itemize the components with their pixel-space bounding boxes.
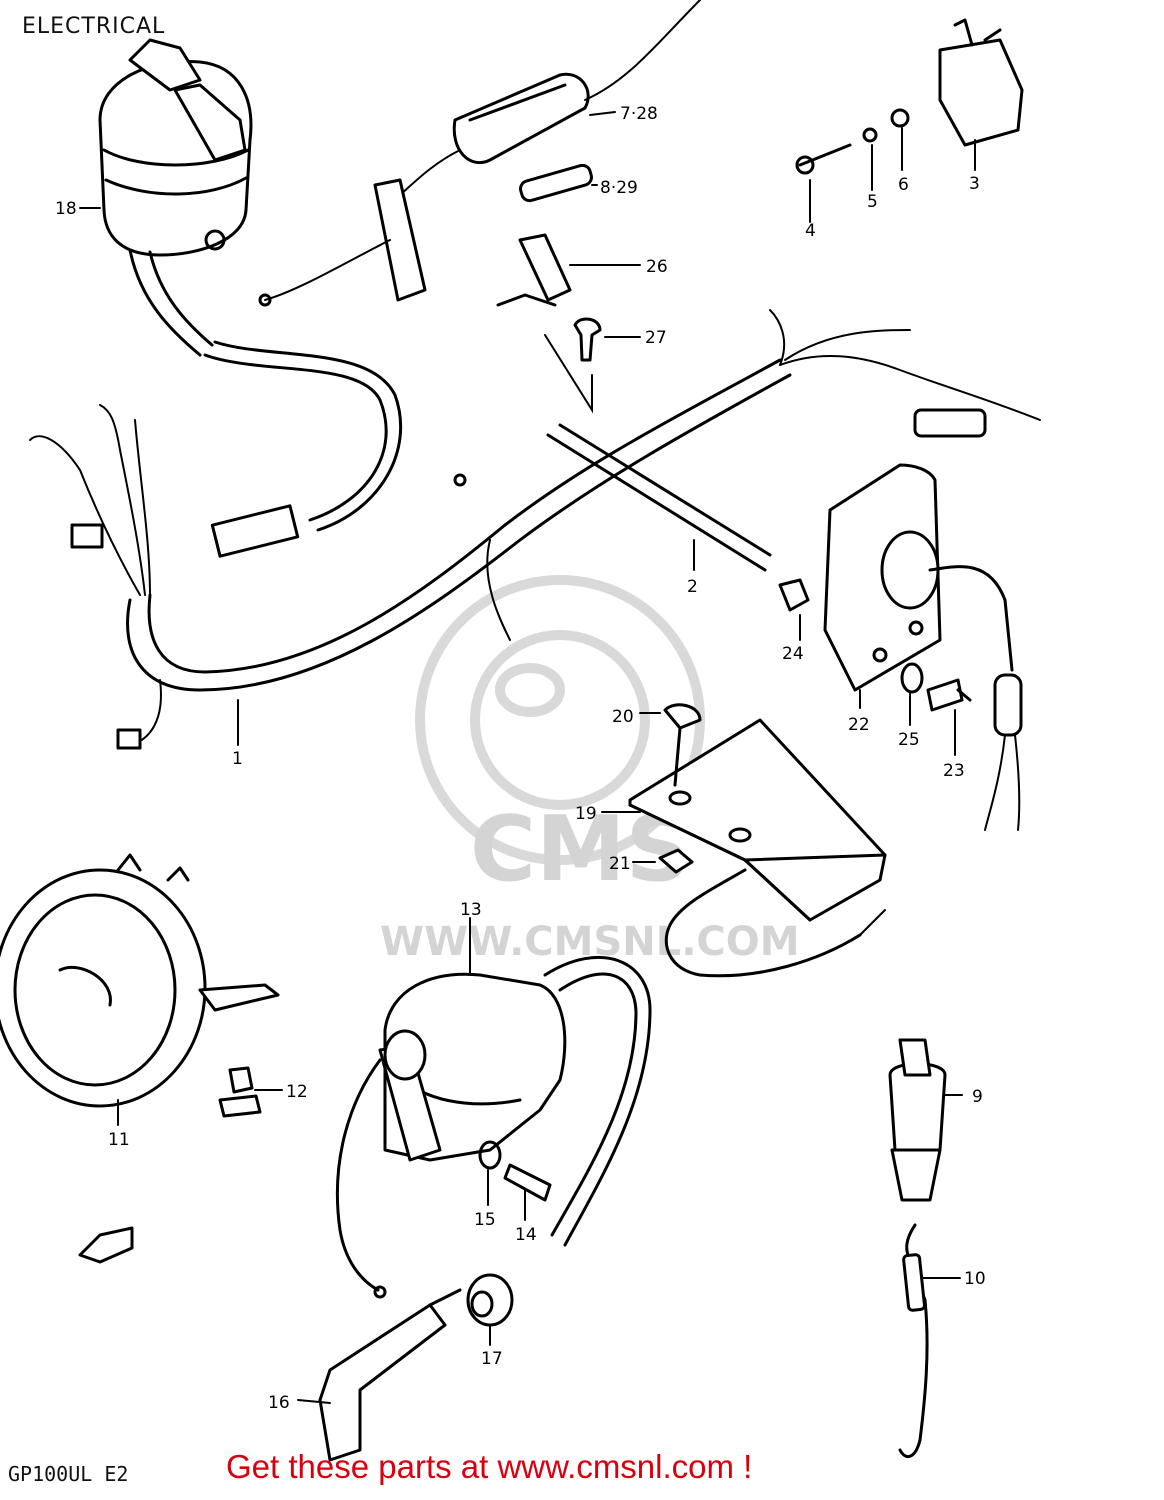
part-stop-switch [888,1038,947,1458]
promo-banner-link[interactable]: Get these parts at www.cmsnl.com ! [226,1448,753,1485]
part-horn [0,853,280,1108]
callouts: 18 7·28 8·29 26 27 4 5 6 3 2 1 24 22 25 … [55,104,986,1413]
callout-14: 14 [515,1225,537,1245]
callout-4: 4 [805,221,816,241]
callout-23: 23 [943,761,965,781]
part-washer-bolt [900,662,972,712]
callout-10: 10 [964,1269,986,1289]
watermark: CMS WWW.CMSNL.COM [380,575,800,965]
part-ignition-coil [335,955,652,1299]
part-regulator [778,463,1023,831]
callout-15: 15 [474,1210,496,1230]
page-title: ELECTRICAL [22,14,166,39]
part-fuse-holder [258,0,701,307]
callout-25: 25 [898,730,920,750]
callout-2: 2 [687,577,698,597]
callout-12: 12 [286,1082,308,1102]
callout-13: 13 [460,900,482,920]
part-coil-bolt [478,1140,552,1202]
callout-1: 1 [232,749,243,769]
leader-lines [79,111,976,1404]
callout-8-29: 8·29 [600,178,638,198]
callout-11: 11 [108,1130,130,1150]
callout-21: 21 [609,854,631,874]
part-wiring-harness [29,309,1041,750]
callout-7-28: 7·28 [620,104,658,124]
callout-27: 27 [645,328,667,348]
front-direction-arrow [78,1226,134,1264]
callout-22: 22 [848,715,870,735]
part-lead-wire [546,423,772,572]
callout-5: 5 [867,192,878,212]
part-relay-hardware [795,18,1024,175]
callout-16: 16 [268,1393,290,1413]
callout-6: 6 [898,175,909,195]
part-cdi-unit [628,703,887,978]
callout-9: 9 [972,1087,983,1107]
part-plug-cap [318,1273,514,1462]
callout-20: 20 [612,707,634,727]
part-horn-bolt [218,1066,262,1118]
part-bracket [496,233,602,414]
model-code: GP100UL E2 [8,1462,129,1486]
part-fuse [519,163,593,203]
callout-17: 17 [481,1349,503,1369]
callout-3: 3 [969,174,980,194]
callout-18: 18 [55,199,77,219]
callout-24: 24 [782,644,804,664]
part-ignition-switch [98,38,403,558]
callout-19: 19 [575,804,597,824]
callout-26: 26 [646,257,668,277]
